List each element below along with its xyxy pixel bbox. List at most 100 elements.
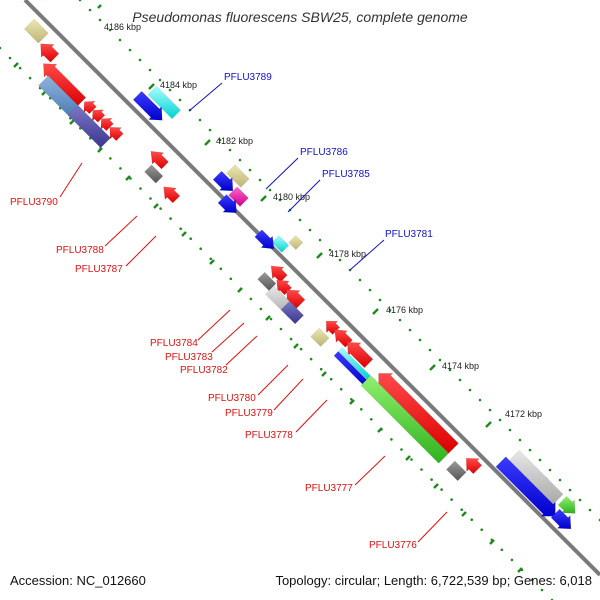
gene-label-pflu3776[interactable]: PFLU3776 [369,540,417,551]
track-dot [548,468,552,472]
gene-arrow[interactable] [347,341,374,369]
track-dot [460,508,464,512]
tick-mark [265,315,271,321]
gene-block[interactable] [144,164,164,184]
leader-line [287,179,321,213]
track-dot [179,227,182,230]
gene-block[interactable] [310,327,330,347]
gene-label-pflu3786[interactable]: PFLU3786 [300,147,348,158]
track-dot [159,207,162,210]
gene-features [23,0,576,530]
track-dot [339,387,343,391]
track-dot [279,327,283,331]
track-dot [508,428,512,432]
track-dot [178,98,182,102]
gene-label-pflu3783[interactable]: PFLU3783 [165,352,213,363]
gene-block[interactable] [446,460,467,482]
track-dot [278,198,282,202]
gene-arrow[interactable] [109,127,124,142]
track-dot [500,548,504,552]
track-dot [198,118,202,122]
track-dot [390,438,393,441]
gene-label-pflu3780[interactable]: PFLU3780 [208,393,256,404]
outer-dot-track [78,0,600,522]
track-dot [430,478,433,481]
leader-line [265,157,299,190]
track-dot [488,408,492,412]
gene-label-pflu3787[interactable]: PFLU3787 [75,264,123,275]
gene-arrow[interactable] [92,109,106,123]
gene-arrow[interactable] [254,229,275,250]
tick-mark [69,119,75,125]
track-dot [528,448,532,452]
leader-line [188,82,223,112]
gene-block[interactable] [23,18,49,44]
gene-block[interactable] [280,300,304,325]
gene-block[interactable] [67,105,111,149]
gene-arrow[interactable] [40,43,60,63]
tick-mark [13,62,19,68]
gene-arrow[interactable] [212,170,234,192]
track-dot [148,68,152,72]
gene-label-pflu3788[interactable]: PFLU3788 [56,245,104,256]
gene-arrow[interactable] [465,457,483,475]
track-dot [28,76,32,80]
gene-block[interactable] [288,235,304,250]
track-dot [448,368,452,372]
track-dot [158,78,162,82]
gene-label-pflu3790[interactable]: PFLU3790 [10,197,58,208]
gene-arrow[interactable] [550,508,572,530]
track-dot [8,56,12,60]
gene-block[interactable] [147,85,181,120]
tick-mark [148,83,155,90]
gene-label-pflu3779[interactable]: PFLU3779 [225,408,273,419]
gene-arrow[interactable] [163,186,181,204]
leader-line [417,511,448,543]
track-dot [298,218,302,222]
track-dot [189,237,192,240]
gene-label-pflu3781[interactable]: PFLU3781 [385,229,433,240]
tick-mark [209,259,215,265]
track-dot [199,247,202,250]
gene-label-pflu3785[interactable]: PFLU3785 [322,169,370,180]
tick-label: 4182 kbp [216,136,253,146]
track-dot [289,337,293,341]
tick-mark [405,455,411,461]
track-dot [128,48,132,52]
gene-arrow[interactable] [217,194,237,214]
gene-arrow[interactable] [325,320,341,335]
tick-label: 4184 kbp [160,80,197,90]
gene-block[interactable] [226,164,250,188]
track-dot [249,297,253,301]
gene-label-pflu3778[interactable]: PFLU3778 [245,430,293,441]
leader-line [125,235,157,267]
track-dot [578,498,582,502]
leader-lines [59,82,448,543]
gene-block[interactable] [228,186,249,207]
gene-arrow[interactable] [270,265,288,283]
track-dot [138,58,142,62]
inner-dot-track [0,46,554,600]
tick-marks [13,4,548,573]
gene-arrow[interactable] [132,90,163,121]
track-dot [588,508,592,512]
gene-label-pflu3777[interactable]: PFLU3777 [305,483,353,494]
gene-label-pflu3784[interactable]: PFLU3784 [150,338,198,349]
gene-arrow[interactable] [83,101,97,115]
gene-block[interactable] [360,375,449,464]
track-dot [78,0,82,2]
gene-arrow[interactable] [378,373,459,454]
gene-label-pflu3782[interactable]: PFLU3782 [180,365,228,376]
gene-arrow[interactable] [100,117,114,132]
leader-line [295,399,328,433]
gene-arrow[interactable] [495,456,556,517]
track-dot [480,528,484,531]
gene-arrow[interactable] [557,496,576,514]
track-dot [350,398,353,401]
tick-mark [260,195,267,202]
map-title: Pseudomonas fluorescens SBW25, complete … [132,9,468,25]
gene-label-pflu3789[interactable]: PFLU3789 [224,72,272,83]
gene-arrow[interactable] [150,151,169,170]
gene-block[interactable] [271,235,290,253]
